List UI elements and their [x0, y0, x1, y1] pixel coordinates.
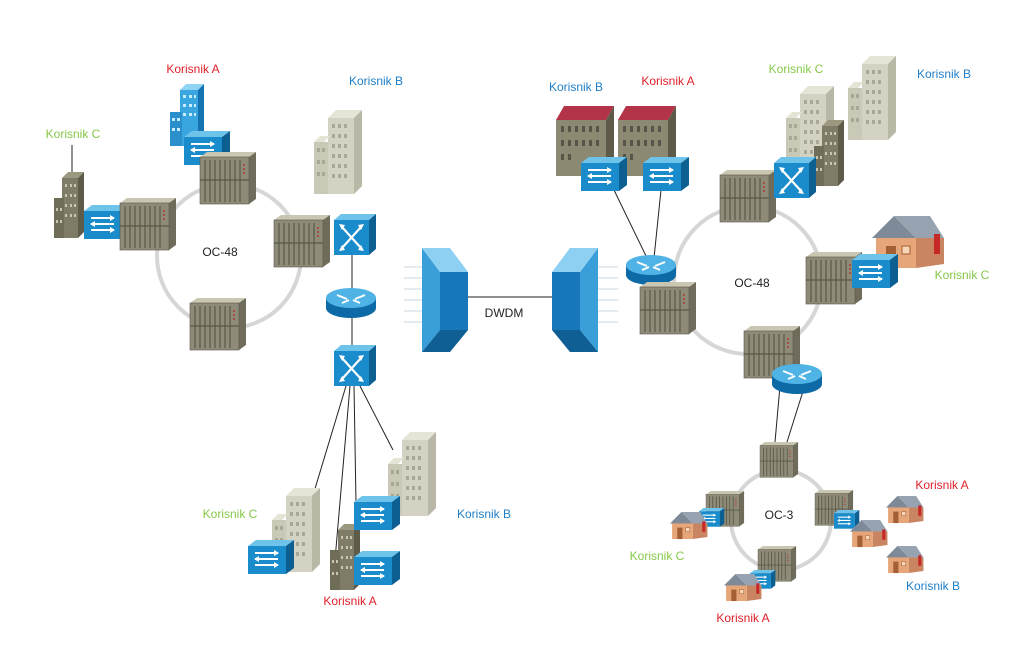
user-c-label: Korisnik C — [46, 127, 101, 141]
sonet-add-drop-multiplexer-icon — [273, 214, 331, 268]
user-a-label: Korisnik A — [166, 62, 219, 76]
user-c-label: Korisnik C — [769, 62, 824, 76]
atm-switch-icon — [332, 343, 378, 388]
atm-switch-icon — [772, 155, 818, 200]
user-b-label: Korisnik B — [906, 579, 960, 593]
sonet-add-drop-multiplexer-icon — [119, 197, 177, 251]
dwdm-label: DWDM — [485, 306, 524, 320]
user-b-label: Korisnik B — [457, 507, 511, 521]
house-icon — [723, 573, 762, 602]
user-c-label: Korisnik C — [203, 507, 258, 521]
user-a-label: Korisnik A — [716, 611, 769, 625]
left-ring-label: OC-48 — [202, 245, 238, 259]
dwdm-multiplexer-icon — [422, 248, 468, 352]
user-a-label: Korisnik A — [641, 74, 694, 88]
house-icon — [885, 495, 924, 524]
user-c-label: Korisnik C — [935, 268, 990, 282]
dwdm-multiplexer-icon — [552, 248, 598, 352]
router-icon — [625, 254, 677, 286]
sonet-add-drop-multiplexer-icon — [759, 441, 799, 478]
atm-switch-icon — [332, 212, 378, 257]
user-c-label: Korisnik C — [630, 549, 685, 563]
sonet-add-drop-multiplexer-icon — [719, 169, 777, 223]
link-lines — [71, 145, 805, 561]
user-a-label: Korisnik A — [323, 594, 376, 608]
ethernet-switch-icon — [353, 495, 401, 531]
ethernet-switch-icon — [833, 509, 860, 530]
right-ring-label: OC-48 — [734, 276, 770, 290]
router-icon — [325, 287, 377, 319]
house-icon — [885, 545, 924, 574]
sonet-add-drop-multiplexer-icon — [199, 151, 257, 205]
user-b-label: Korisnik B — [349, 74, 403, 88]
office-building-icon — [314, 110, 362, 194]
router-icon — [771, 363, 823, 395]
ethernet-switch-icon — [851, 253, 899, 289]
ethernet-switch-icon — [580, 156, 628, 192]
ethernet-switch-icon — [247, 539, 295, 575]
sonet-add-drop-multiplexer-icon — [189, 297, 247, 351]
ethernet-switch-icon — [642, 156, 690, 192]
user-b-label: Korisnik B — [549, 80, 603, 94]
sonet-add-drop-multiplexer-icon — [639, 281, 697, 335]
ethernet-switch-icon — [353, 550, 401, 586]
user-b-label: Korisnik B — [917, 67, 971, 81]
house-icon — [669, 511, 708, 540]
office-building-icon — [54, 172, 84, 238]
office-building-icon — [848, 56, 896, 140]
small-ring-label: OC-3 — [765, 508, 794, 522]
user-a-label: Korisnik A — [915, 478, 968, 492]
